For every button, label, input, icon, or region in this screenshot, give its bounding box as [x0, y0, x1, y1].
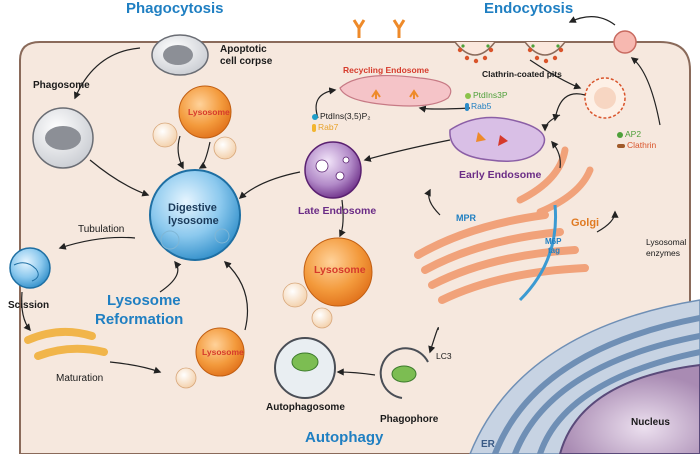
- label-clathrin-pits: Clathrin-coated pits: [482, 69, 562, 79]
- label-lc3: LC3: [436, 351, 452, 361]
- label-lysosomal-enzymes-line2: enzymes: [646, 248, 681, 258]
- title-phagocytosis: Phagocytosis: [126, 0, 224, 17]
- legend-late-ptdins: PtdIns(3,5)P₂: [312, 112, 371, 121]
- label-mpr: MPR: [456, 213, 476, 223]
- legend-pits-clathrin-text: Clathrin: [627, 140, 657, 150]
- label-phagosome: Phagosome: [33, 80, 90, 91]
- clathrin-pits: [454, 41, 566, 64]
- legend-early-ptdins: PtdIns3P: [465, 91, 508, 100]
- label-autophagosome: Autophagosome: [266, 402, 345, 413]
- pathway-arrows: [21, 16, 661, 376]
- ptdins35p2-marker-icon: [312, 113, 318, 120]
- label-recycling-endosome: Recycling Endosome: [343, 65, 429, 75]
- late-endosome-shape: [304, 141, 362, 199]
- clathrin-vesicle: [584, 77, 626, 119]
- label-tubulation: Tubulation: [78, 224, 125, 235]
- digestive-lysosome-shape: [149, 169, 241, 261]
- recycling-endosome-shape: [339, 74, 452, 107]
- label-golgi: Golgi: [571, 217, 600, 229]
- label-apoptotic-line2: cell corpse: [220, 56, 273, 67]
- title-lysosome-reformation-line2: Reformation: [95, 311, 184, 328]
- uptake-vesicle: [613, 30, 637, 54]
- label-nucleus: Nucleus: [631, 417, 670, 428]
- legend-pits-clathrin: Clathrin: [617, 141, 656, 150]
- label-apoptotic-line1: Apoptotic: [220, 44, 267, 55]
- label-lysosome-bottom: Lysosome: [202, 347, 244, 357]
- label-digestive-line1: Digestive: [168, 202, 217, 214]
- legend-early-ptdins-text: PtdIns3P: [473, 90, 508, 100]
- legend-pits-ap2: AP2: [617, 130, 641, 139]
- label-lysosome-mid: Lysosome: [314, 264, 366, 276]
- rab5-marker-icon: [465, 102, 469, 111]
- legend-early-rab5-text: Rab5: [471, 101, 492, 111]
- label-digestive-line2: lysosome: [168, 215, 219, 227]
- label-m6p-line2: tag: [548, 246, 560, 255]
- legend-early-rab5: Rab5: [465, 102, 491, 111]
- legend-late-ptdins-text: PtdIns(3,5)P₂: [320, 111, 371, 121]
- ap2-marker-icon: [617, 131, 623, 138]
- label-er: ER: [481, 439, 495, 450]
- label-phagophore: Phagophore: [380, 414, 439, 425]
- legend-pits-ap2-text: AP2: [625, 129, 642, 139]
- label-m6p-line1: M6P: [545, 237, 562, 246]
- title-lysosome-reformation-line1: Lysosome: [107, 292, 181, 309]
- autophagy-structures: [274, 337, 429, 399]
- golgi-stacks: [414, 146, 594, 304]
- label-late-endosome: Late Endosome: [298, 205, 377, 217]
- legend-late-rab7-text: Rab7: [318, 122, 339, 132]
- early-endosome-shape: [449, 116, 546, 162]
- lysosomes-group: [152, 85, 373, 389]
- label-early-endosome: Early Endosome: [459, 169, 542, 181]
- title-endocytosis: Endocytosis: [484, 0, 574, 17]
- label-lysosome-top: Lysosome: [188, 107, 230, 117]
- label-scission: Scission: [8, 300, 50, 311]
- title-autophagy: Autophagy: [305, 429, 384, 446]
- apoptotic-corpse-shape: [151, 34, 209, 76]
- phagosome-shape: [32, 107, 94, 169]
- surface-receptors: [352, 19, 406, 38]
- ptdins3p-marker-icon: [465, 92, 471, 99]
- reformation-structures: [9, 247, 108, 360]
- label-lysosomal-enzymes-line1: Lysosomal: [646, 237, 687, 247]
- legend-late-rab7: Rab7: [312, 123, 338, 132]
- clathrin-marker-icon: [617, 143, 625, 148]
- rab7-marker-icon: [312, 123, 316, 132]
- label-maturation: Maturation: [56, 373, 104, 384]
